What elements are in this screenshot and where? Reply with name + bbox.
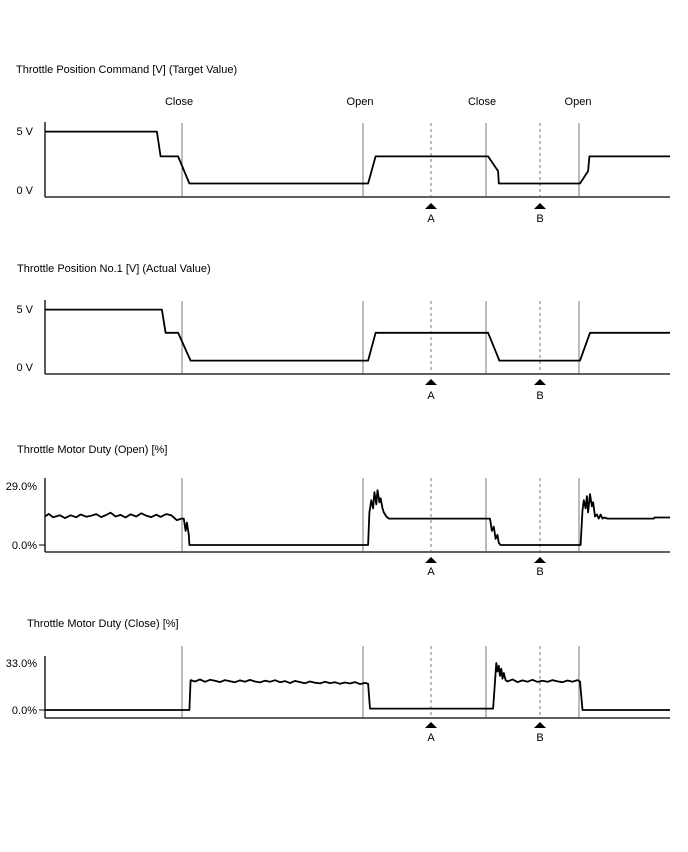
marker-label-b: B	[536, 566, 543, 578]
y-label-high: 5 V	[16, 126, 33, 138]
y-label-high: 29.0%	[6, 481, 37, 493]
series-line-1	[45, 662, 670, 711]
chart-panel-1: Throttle Position Command [V] (Target Va…	[16, 64, 670, 225]
marker-arrow-a	[425, 203, 437, 209]
marker-arrow-b	[534, 379, 546, 385]
marker-arrow-b	[534, 722, 546, 728]
marker-label-b: B	[536, 732, 543, 744]
series-line-1	[45, 308, 670, 362]
phase-label-open-4: Open	[565, 96, 592, 108]
chart-panels: Throttle Position Command [V] (Target Va…	[6, 64, 670, 744]
y-label-low: 0 V	[16, 362, 33, 374]
phase-label-open-2: Open	[347, 96, 374, 108]
chart-panel-2: Throttle Position No.1 [V] (Actual Value…	[16, 263, 670, 402]
marker-arrow-b	[534, 557, 546, 563]
chart-panel-3: Throttle Motor Duty (Open) [%] 29.0% 0.0% A…	[6, 444, 670, 578]
chart-title: Throttle Position No.1 [V] (Actual Value…	[17, 263, 211, 275]
marker-label-a: A	[427, 566, 435, 578]
chart-title: Throttle Motor Duty (Close) [%]	[27, 618, 179, 630]
marker-arrow-b	[534, 203, 546, 209]
y-label-high: 5 V	[16, 304, 33, 316]
phase-label-close-1: Close	[165, 96, 193, 108]
y-label-low: 0.0%	[12, 705, 37, 717]
marker-arrow-a	[425, 722, 437, 728]
y-label-low: 0.0%	[12, 540, 37, 552]
phase-labels: Close Open Close Open	[165, 96, 592, 108]
series-line-1	[45, 130, 670, 185]
marker-arrow-a	[425, 557, 437, 563]
marker-label-a: A	[427, 390, 435, 402]
chart-title: Throttle Position Command [V] (Target Va…	[16, 64, 237, 76]
marker-label-b: B	[536, 213, 543, 225]
phase-label-close-3: Close	[468, 96, 496, 108]
y-label-high: 33.0%	[6, 658, 37, 670]
series-line-1	[44, 489, 670, 546]
marker-label-a: A	[427, 213, 435, 225]
marker-label-b: B	[536, 390, 543, 402]
y-label-low: 0 V	[16, 185, 33, 197]
chart-panel-4: Throttle Motor Duty (Close) [%] 33.0% 0.0%…	[6, 618, 670, 744]
marker-arrow-a	[425, 379, 437, 385]
marker-label-a: A	[427, 732, 435, 744]
chart-title: Throttle Motor Duty (Open) [%]	[17, 444, 167, 456]
